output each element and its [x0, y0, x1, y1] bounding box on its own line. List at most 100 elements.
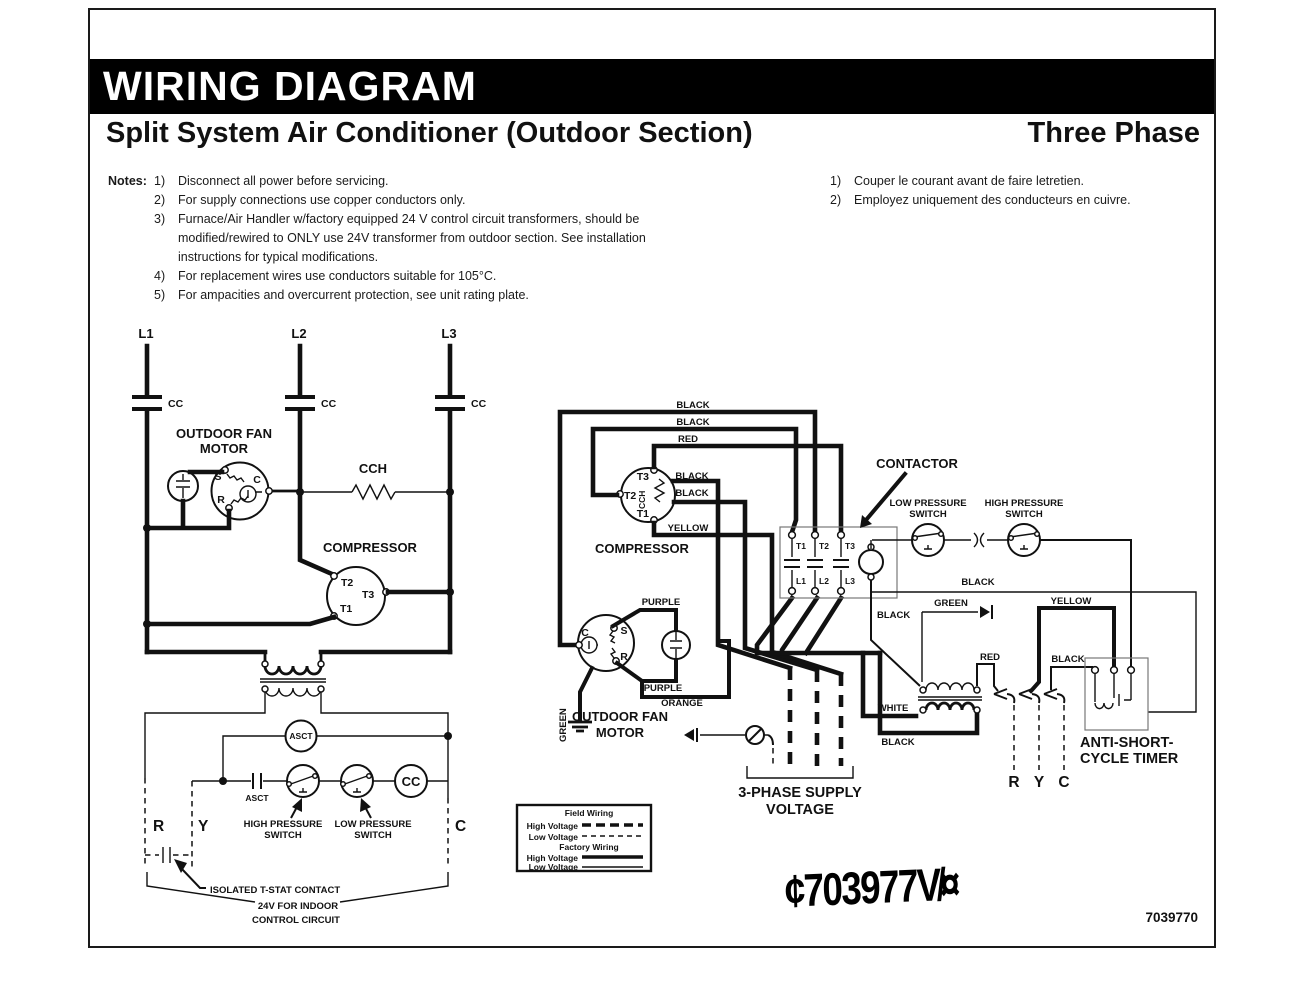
svg-text:LOW PRESSURE: LOW PRESSURE: [334, 819, 411, 830]
svg-text:HIGH PRESSURE: HIGH PRESSURE: [244, 819, 323, 830]
legend-field: Field Wiring: [565, 808, 614, 818]
svg-text:BLACK: BLACK: [881, 737, 914, 748]
control-circuit-left: ASCT ASCT CC HIGH PRESSURE: [144, 719, 466, 926]
svg-text:T1: T1: [796, 541, 806, 551]
svg-text:24V FOR INDOOR: 24V FOR INDOOR: [258, 901, 338, 912]
svg-text:LOW PRESSURE: LOW PRESSURE: [889, 498, 966, 509]
svg-text:L2: L2: [819, 576, 829, 586]
l1-label: L1: [138, 326, 153, 341]
three-phase-supply: WHITE BLACK 3-PHASE SUPPLY VOLTAGE: [684, 594, 980, 818]
note-5: 5) For ampacities and overcurrent protec…: [154, 288, 529, 302]
junctions-left: [143, 488, 454, 785]
fan-capacitor-right: [661, 630, 691, 660]
svg-text:BLACK: BLACK: [676, 417, 709, 428]
svg-text:VOLTAGE: VOLTAGE: [766, 802, 834, 818]
contactor-label: CONTACTOR: [876, 456, 958, 471]
svg-text:SWITCH: SWITCH: [909, 509, 947, 520]
svg-text:CONTROL CIRCUIT: CONTROL CIRCUIT: [252, 915, 340, 926]
svg-text:Low Voltage: Low Voltage: [529, 832, 579, 842]
term-y-right: Y: [1034, 774, 1045, 791]
cc-contacts: CC CC CC: [132, 395, 487, 411]
svg-text:BLACK: BLACK: [675, 471, 708, 482]
svg-text:SWITCH: SWITCH: [354, 830, 392, 841]
note-3: 3) Furnace/Air Handler w/factory equippe…: [154, 212, 646, 264]
contactor-coil: [858, 549, 884, 575]
svg-text:GREEN: GREEN: [934, 598, 968, 609]
svg-text:CC: CC: [402, 774, 421, 789]
subtitle-row: Split System Air Conditioner (Outdoor Se…: [90, 117, 1214, 150]
svg-text:SWITCH: SWITCH: [264, 830, 302, 841]
svg-text:S: S: [620, 625, 627, 637]
l2-label: L2: [291, 326, 306, 341]
svg-text:CCH: CCH: [637, 491, 647, 509]
fan-r: R: [217, 494, 225, 506]
svg-text:COMPRESSOR: COMPRESSOR: [595, 541, 690, 556]
left-circuit: L1 L2 L3 CC CC CC OUTDOOR FAN MOTOR: [132, 326, 487, 926]
svg-text:T1: T1: [637, 508, 649, 520]
svg-text:OUTDOOR FAN: OUTDOOR FAN: [572, 709, 668, 724]
outdoor-fan-motor-right: C S R PURPLE PURPLE ORANGE GREEN OUTDOOR…: [558, 597, 731, 742]
term-c-left: C: [455, 818, 466, 835]
note-2: 2) For supply connections use copper con…: [154, 193, 466, 207]
svg-text:COMPRESSOR: COMPRESSOR: [323, 540, 418, 555]
phase-label: Three Phase: [1027, 117, 1200, 149]
svg-text:SWITCH: SWITCH: [1005, 509, 1043, 520]
title-bar: WIRING DIAGRAM: [90, 59, 1214, 114]
svg-text:BLACK: BLACK: [676, 400, 709, 411]
svg-text:BLACK: BLACK: [877, 610, 910, 621]
svg-text:CC: CC: [168, 398, 184, 410]
svg-text:L3: L3: [845, 576, 855, 586]
drawing-sheet: WIRING DIAGRAM Split System Air Conditio…: [88, 8, 1216, 948]
svg-text:ASCT: ASCT: [289, 731, 313, 741]
asct-coil: [284, 719, 318, 753]
notes-french: 1) Couper le courant avant de faire letr…: [830, 172, 1131, 210]
legend: Field Wiring High Voltage Low Voltage Fa…: [515, 803, 653, 873]
compressor-left: COMPRESSOR T2 T3 T1: [144, 540, 453, 627]
notes-list: 1) Disconnect all power before servicing…: [154, 172, 646, 305]
term-y-left: Y: [198, 818, 209, 835]
notes-english: Notes: 1) Disconnect all power before se…: [108, 172, 646, 305]
svg-text:CC: CC: [471, 398, 487, 410]
asct-contact-label: ASCT: [245, 793, 269, 803]
svg-text:RED: RED: [980, 652, 1000, 663]
part-number: 7039770: [1145, 910, 1198, 925]
svg-text:T2: T2: [624, 490, 636, 502]
term-c-right: C: [1058, 774, 1069, 791]
power-wires: BLACK BLACK RED BLACK YELLOW BLACK YELLO…: [557, 400, 844, 677]
right-circuit: COMPRESSOR CCH T3 T2 T1 BLACK BL: [557, 400, 1197, 818]
anti-short-cycle-timer: ANTI-SHORT- CYCLE TIMER: [1080, 657, 1179, 767]
transformer-right: BLACK BLACK GREEN RED YELLOW: [870, 577, 1197, 714]
ryc-terminals: R Y C: [993, 688, 1070, 791]
svg-text:PURPLE: PURPLE: [642, 597, 681, 608]
svg-text:ORANGE: ORANGE: [661, 698, 703, 709]
transformer-left: [144, 649, 453, 798]
diagram-subtitle: Split System Air Conditioner (Outdoor Se…: [106, 117, 753, 149]
note-4: 4) For replacement wires use conductors …: [154, 269, 497, 283]
svg-text:MOTOR: MOTOR: [596, 725, 645, 740]
svg-text:RED: RED: [678, 434, 698, 445]
pressure-switches-right: LOW PRESSURE SWITCH HIGH PRESSURE SWITCH: [870, 498, 1132, 666]
svg-text:L1: L1: [796, 576, 806, 586]
legend-factory: Factory Wiring: [559, 842, 618, 852]
svg-text:MOTOR: MOTOR: [200, 441, 249, 456]
svg-text:ANTI-SHORT-: ANTI-SHORT-: [1080, 735, 1174, 751]
fan-c: C: [253, 474, 261, 486]
svg-text:OUTDOOR FAN: OUTDOOR FAN: [176, 426, 272, 441]
notes-label: Notes:: [108, 174, 147, 188]
svg-text:PURPLE: PURPLE: [644, 683, 683, 694]
tstat-label: ISOLATED T-STAT CONTACT: [210, 885, 340, 896]
svg-text:R: R: [620, 651, 628, 663]
svg-text:T3: T3: [637, 471, 649, 483]
svg-text:C: C: [581, 627, 589, 639]
cch-heater: CCH: [300, 461, 450, 501]
svg-text:T2: T2: [819, 541, 829, 551]
svg-text:Low Voltage: Low Voltage: [529, 862, 579, 872]
svg-text:BLACK: BLACK: [1051, 654, 1084, 665]
svg-text:T3: T3: [845, 541, 855, 551]
svg-text:High Voltage: High Voltage: [527, 821, 579, 831]
term-r-left: R: [153, 818, 164, 835]
note-fr-1: 1) Couper le courant avant de faire letr…: [830, 174, 1084, 188]
svg-text:CCH: CCH: [359, 461, 387, 476]
